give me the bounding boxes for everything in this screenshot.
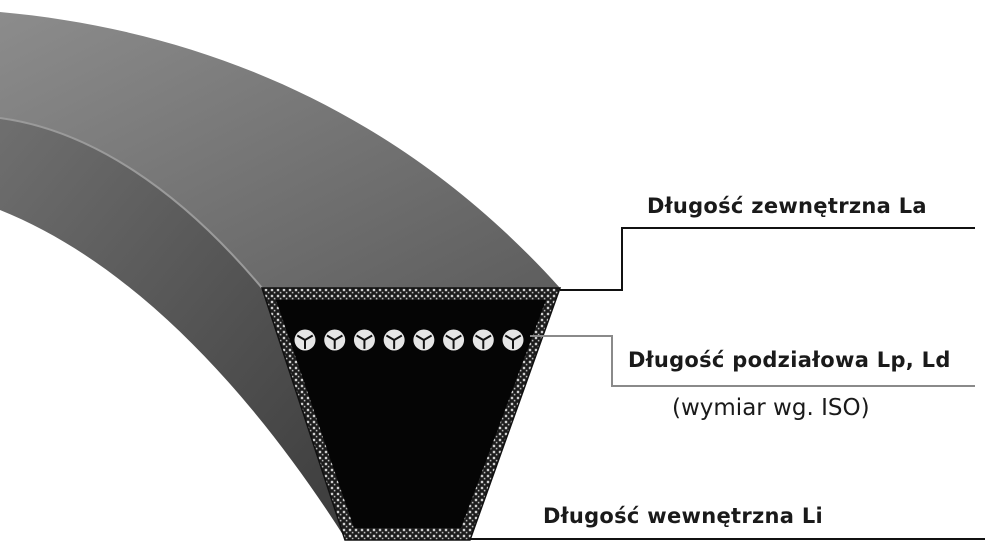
belt-edge-highlight [0, 117, 263, 289]
tension-cord [472, 329, 494, 351]
tension-cord [502, 329, 524, 351]
tension-cord [443, 329, 465, 351]
tension-cord [383, 329, 405, 351]
belt-side-surface [0, 118, 345, 538]
tension-cord [324, 329, 346, 351]
tension-cord [294, 329, 316, 351]
leader-line-pitch [530, 335, 975, 387]
tension-cord [353, 329, 375, 351]
label-pitch-length: Długość podziałowa Lp, Ld [628, 348, 951, 372]
belt-top-surface [0, 12, 560, 288]
tension-cords [294, 329, 524, 351]
cross-section-core [276, 300, 546, 528]
leader-line-outer [560, 227, 975, 291]
label-inner-length: Długość wewnętrzna Li [543, 504, 823, 528]
label-outer-length: Długość zewnętrzna La [647, 194, 927, 218]
tension-cord [413, 329, 435, 351]
label-pitch-note: (wymiar wg. ISO) [672, 395, 870, 421]
